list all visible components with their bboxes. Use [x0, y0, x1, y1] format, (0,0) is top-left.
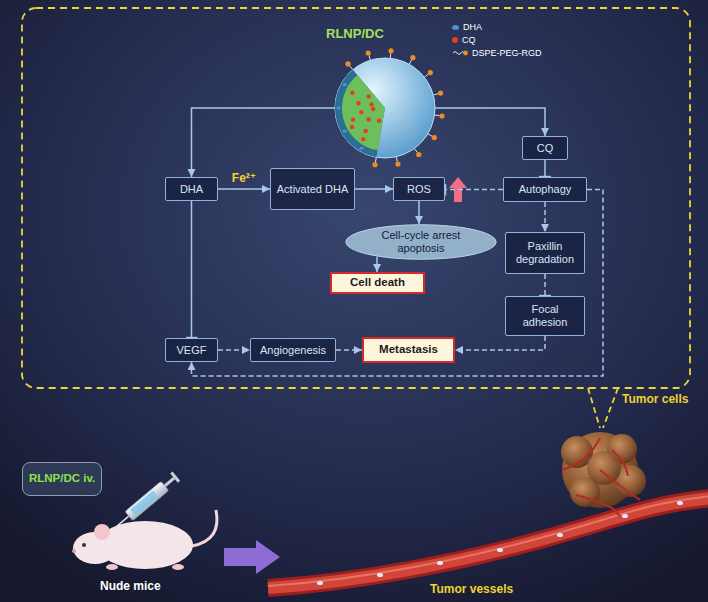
edge-label: Fe²⁺ — [232, 171, 256, 185]
flow-arrow — [224, 540, 280, 574]
inhibition-connector — [544, 274, 546, 296]
node-text-group: DHA — [180, 183, 203, 196]
process-box: Focal adhesion — [505, 296, 585, 336]
legend-swatch — [452, 25, 459, 30]
node-text-group: Paxillin degradation — [511, 240, 579, 266]
process-box: Activated DHA — [270, 168, 355, 210]
node-text-group: CQ — [537, 142, 554, 155]
node-text-group: Metastasis — [379, 343, 438, 357]
arrow-connector — [418, 201, 420, 224]
inhibition-connector — [445, 189, 503, 191]
arrow-connector — [355, 188, 393, 190]
nanoparticle: RLNP/DC — [318, 24, 454, 174]
node-text-group: RLNP/DC iv. — [29, 472, 95, 486]
nude-mouse — [72, 510, 217, 570]
legend-item: DSPE-PEG-RGD — [452, 48, 542, 58]
process-box: Autophagy — [503, 177, 587, 202]
node-label: Paxillin degradation — [511, 240, 579, 266]
syringe — [109, 472, 180, 535]
legend-item: DHA — [452, 22, 482, 32]
callout-frame — [22, 8, 690, 388]
arrow-connector — [218, 349, 250, 351]
legend-text: CQ — [462, 35, 476, 45]
node-label: Cell-cycle arrest apoptosis — [367, 229, 475, 255]
node-text-group: VEGF — [177, 344, 207, 357]
tumor — [561, 432, 646, 516]
node-text-group: Angiogenesis — [260, 344, 326, 357]
node-text-group: Autophagy — [519, 183, 572, 196]
process-box: Angiogenesis — [250, 338, 336, 362]
legend-text: DHA — [463, 22, 482, 32]
figure-label: Nude mice — [100, 579, 161, 593]
node-label: RLNP/DC iv. — [29, 472, 95, 486]
arrow-connector — [336, 349, 362, 351]
node-label: Angiogenesis — [260, 344, 326, 357]
process-box: DHA — [165, 177, 218, 201]
nanoparticle-figure — [318, 24, 454, 174]
figure-label: Tumor cells — [622, 392, 688, 406]
legend-symbol — [452, 48, 468, 58]
node-text-group: Focal adhesion — [511, 303, 579, 329]
node-text-group: ROS — [407, 183, 431, 196]
arrow-connector — [376, 257, 378, 272]
node-text-group: Cell-cycle arrest apoptosis — [367, 229, 475, 255]
injection-box: RLNP/DC iv. — [22, 462, 102, 496]
node-label: DHA — [180, 183, 203, 196]
node-text-group: Activated DHA — [277, 183, 349, 196]
node-label: Activated DHA — [277, 183, 349, 196]
callout-pointer — [588, 388, 618, 428]
arrow-connector — [435, 108, 545, 136]
node-label: Autophagy — [519, 183, 572, 196]
process-box: VEGF — [165, 338, 218, 362]
node-label: Metastasis — [379, 343, 438, 357]
node-label: Cell death — [350, 276, 405, 290]
node-label: Focal adhesion — [511, 303, 579, 329]
arrow-connector — [192, 108, 336, 177]
particle-name: RLNP/DC — [326, 26, 384, 41]
process-box: ROS — [393, 177, 445, 201]
process-ellipse: Cell-cycle arrest apoptosis — [345, 224, 497, 260]
process-box: CQ — [522, 136, 568, 160]
arrow-connector — [218, 188, 270, 190]
arrow-connector — [455, 336, 545, 350]
arrow-connector — [544, 202, 546, 232]
node-label: CQ — [537, 142, 554, 155]
node-text-group: RLNP/DC — [326, 26, 384, 41]
outcome-box: Metastasis — [362, 337, 455, 363]
node-text-group: Cell death — [350, 276, 405, 290]
node-label: ROS — [407, 183, 431, 196]
process-box: Paxillin degradation — [505, 232, 585, 274]
legend-item: CQ — [452, 35, 476, 45]
tumor-vessel — [268, 496, 708, 588]
arrow-connector — [192, 190, 604, 377]
inhibition-connector — [191, 201, 193, 338]
node-label: VEGF — [177, 344, 207, 357]
legend-text: DSPE-PEG-RGD — [472, 48, 542, 58]
inhibition-connector — [544, 160, 546, 177]
legend-swatch — [452, 37, 458, 43]
figure-label: Tumor vessels — [430, 582, 513, 596]
outcome-box: Cell death — [330, 272, 425, 294]
